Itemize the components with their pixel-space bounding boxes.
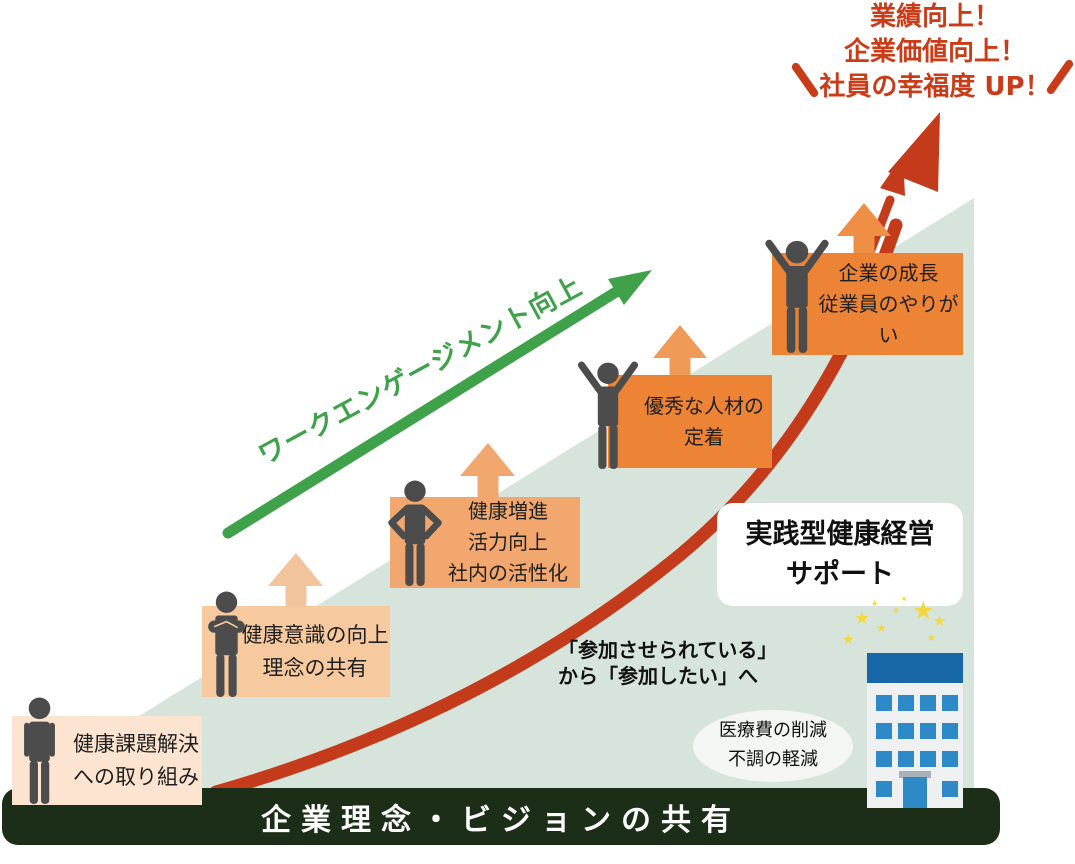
star-icon: ★ — [854, 608, 871, 629]
star-icon: ★ — [892, 606, 901, 616]
step-label: 健康増進 活力向上 社内の活性化 — [448, 499, 568, 585]
step-box-2: 健康意識の向上 理念の共有 — [202, 606, 390, 697]
step-up-arrow-icon — [268, 553, 323, 608]
step-label: 健康課題解決 への取り組み — [73, 731, 199, 789]
top-message-line: 社員の幸福度 UP！ — [819, 72, 1051, 102]
participation-note: 「参加させられている」 から「参加したい」へ — [558, 638, 778, 688]
step-label: 企業の成長 従業員のやりがい — [818, 260, 959, 347]
top-message: 業績向上！ 企業価値向上！ 社員の幸福度 UP！ — [795, 0, 1075, 105]
star-icon: ★ — [927, 633, 936, 644]
step-up-arrow-icon — [653, 325, 707, 376]
support-box-label: 実践型健康経営 サポート — [745, 519, 935, 590]
star-icon: ★ — [901, 595, 908, 603]
support-box: 実践型健康経営 サポート — [717, 503, 963, 606]
step-up-arrow-icon — [460, 443, 515, 498]
top-message-line: 企業価値向上！ — [843, 37, 1026, 67]
step-up-arrow-icon — [837, 203, 891, 254]
top-message-line: 業績向上！ — [869, 2, 1000, 32]
foundation-bar: 企業理念・ビジョンの共有 — [2, 788, 1000, 845]
star-icon: ★ — [842, 632, 855, 648]
foundation-bar-label: 企業理念・ビジョンの共有 — [261, 802, 741, 838]
step-box-5: 企業の成長 従業員のやりがい — [772, 253, 963, 355]
step-box-1: 健康課題解決 への取り組み — [12, 716, 202, 805]
building-icon — [867, 653, 963, 808]
star-icon: ★ — [871, 599, 879, 608]
step-label: 健康意識の向上 理念の共有 — [241, 622, 389, 680]
step-label: 優秀な人材の 定着 — [644, 393, 764, 449]
step-box-3: 健康増進 活力向上 社内の活性化 — [390, 497, 580, 588]
star-icon: ★ — [912, 596, 935, 625]
benefits-ellipse: 医療費の削減 不調の軽減 — [693, 710, 853, 782]
step-box-4: 優秀な人材の 定着 — [608, 375, 772, 468]
star-icon: ★ — [933, 612, 947, 630]
engagement-arrow-icon — [222, 270, 652, 539]
benefits-label: 医療費の削減 不調の軽減 — [719, 720, 827, 770]
star-icon: ★ — [876, 621, 887, 635]
